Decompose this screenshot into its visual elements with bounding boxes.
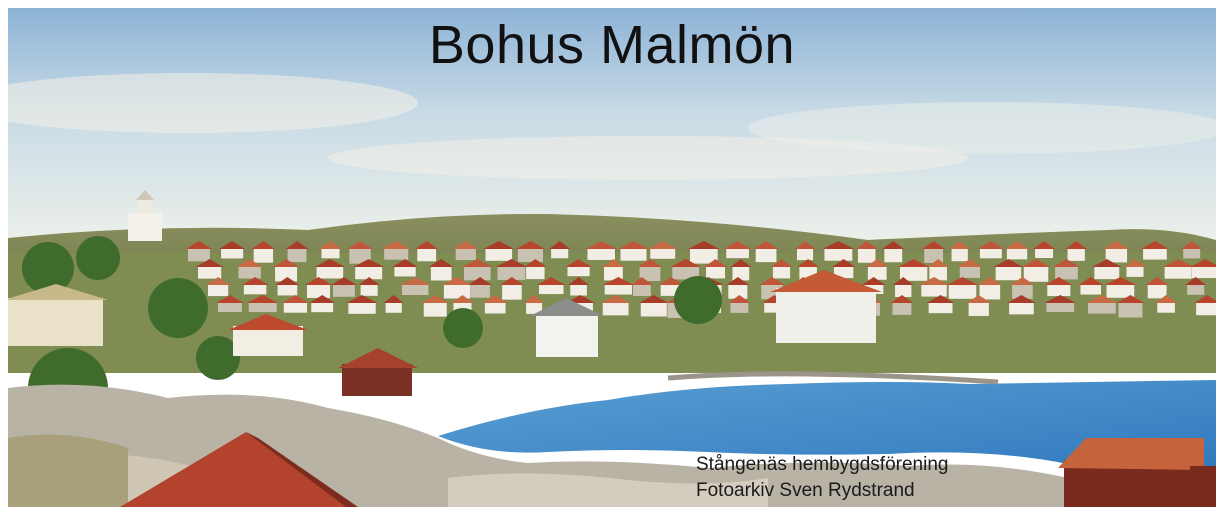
- credit-line-archive: Fotoarkiv Sven Rydstrand: [696, 480, 915, 501]
- photo-credit: Stångenäs hembygdsförening Fotoarkiv Sve…: [696, 452, 948, 504]
- postcard-photo: Bohus Malmön Stångenäs hembygdsförening …: [8, 8, 1216, 507]
- image-title: Bohus Malmön: [428, 15, 796, 75]
- credit-line-society: Stångenäs hembygdsförening: [696, 454, 949, 475]
- harbor-landscape-image: [8, 8, 1216, 507]
- church-tower: [128, 190, 162, 241]
